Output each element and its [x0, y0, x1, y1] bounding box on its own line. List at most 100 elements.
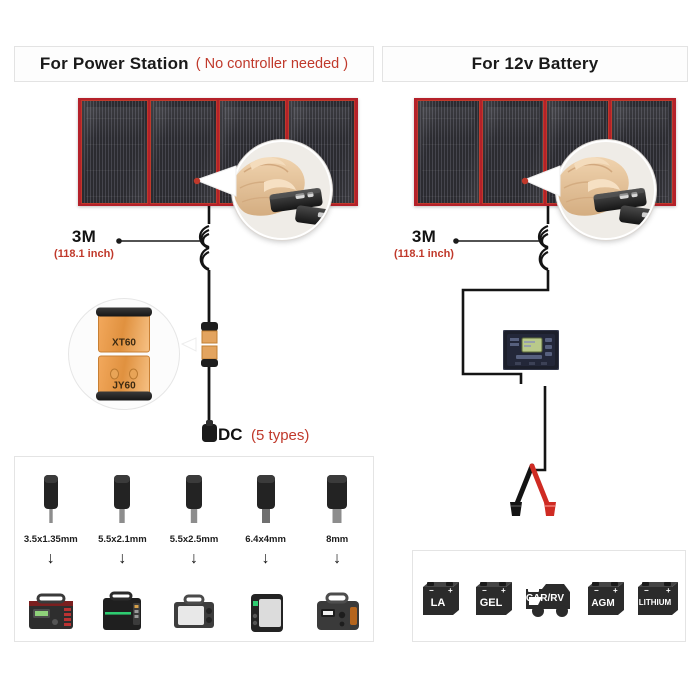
dc-size-cell: 8mm	[301, 534, 373, 545]
dc-plug-cell	[87, 471, 159, 527]
svg-text:+: +	[666, 586, 671, 595]
power-station-icon	[250, 594, 283, 632]
dc-size-label: 3.5x1.35mm	[23, 533, 78, 545]
solar-panel-leaf	[81, 100, 148, 204]
dc-size-cell: 3.5x1.35mm	[15, 534, 87, 545]
battery-icon: − + GEL	[476, 582, 513, 615]
battery-type-cell: − + LA	[413, 573, 467, 623]
connector-stack: XT60 JY60	[96, 307, 152, 401]
svg-text:−: −	[644, 586, 649, 595]
dc-arrow-row: ↓ ↓ ↓ ↓ ↓	[15, 549, 373, 569]
dc-plug-icon	[327, 475, 348, 523]
battery-type-cell: − + GEL	[467, 573, 521, 623]
battery-icon: − + LA	[422, 582, 459, 615]
power-station-cell	[87, 589, 159, 635]
dc-plug-cell	[15, 471, 87, 527]
connector-pins	[99, 368, 149, 380]
header-power-station: For Power Station ( No controller needed…	[14, 46, 374, 82]
svg-text:−: −	[429, 586, 434, 595]
battery-type-cell: − + AGM	[578, 573, 632, 623]
dc-arrow-cell: ↓	[301, 551, 373, 567]
svg-text:+: +	[501, 586, 506, 595]
connector-cap	[96, 307, 152, 317]
down-arrow-icon: ↓	[189, 550, 198, 567]
solar-panel-leaf	[481, 100, 544, 204]
length-leader-right	[453, 238, 541, 244]
cable-length-value: 3M	[411, 227, 437, 246]
power-station-cell	[230, 589, 302, 635]
hand-holding-connector-icon	[234, 142, 330, 238]
battery-type-cell: CAR/RV	[520, 573, 578, 623]
cable-length-label-left: 3M (118.1 inch)	[44, 228, 124, 261]
dc-plug-icon	[185, 475, 202, 523]
battery-icon: − + AGM	[587, 582, 624, 615]
svg-text:+: +	[613, 586, 618, 595]
solar-charge-controller	[502, 329, 560, 371]
alligator-clamp-icon	[510, 463, 556, 516]
length-leader-left	[116, 238, 202, 244]
cable-length-value: 3M	[71, 227, 97, 246]
power-station-icon	[28, 593, 73, 629]
cable-left	[198, 206, 211, 424]
hand-holding-connector-icon	[558, 142, 654, 238]
charge-controller-icon	[502, 329, 560, 371]
inline-connector-left	[201, 322, 218, 367]
dc-size-row: 3.5x1.35mm 5.5x2.1mm 5.5x2.5mm 6.4x4mm 8…	[15, 531, 373, 547]
dc-section-label: DC (5 types)	[218, 425, 309, 445]
dc-plug-cell	[301, 471, 373, 527]
battery-type-label: AGM	[591, 598, 614, 609]
battery-type-cell: − + LITHIUM	[632, 573, 686, 623]
dc-arrow-cell: ↓	[230, 551, 302, 567]
dc-plug-cell	[158, 471, 230, 527]
xt60-label: XT60	[112, 337, 136, 349]
dc-size-cell: 6.4x4mm	[230, 534, 302, 545]
header-12v-battery-title: For 12v Battery	[471, 54, 599, 73]
dc-plug-row	[15, 467, 373, 527]
battery-icon: − + LITHIUM	[638, 582, 679, 615]
dc-size-cell: 5.5x2.1mm	[87, 534, 159, 545]
jy60-label: JY60	[112, 380, 136, 392]
dc-arrow-cell: ↓	[87, 551, 159, 567]
down-arrow-icon: ↓	[46, 550, 55, 567]
clamp-negative	[510, 502, 522, 516]
dc-title: DC	[218, 425, 243, 444]
xt60-jy60-callout: XT60 JY60	[68, 298, 180, 410]
dc-size-label: 8mm	[326, 533, 349, 545]
svg-text:−: −	[482, 586, 487, 595]
dc-plug-icon	[114, 475, 131, 523]
dc-arrow-cell: ↓	[158, 551, 230, 567]
power-station-icon	[103, 591, 142, 630]
power-station-cell	[301, 589, 373, 635]
down-arrow-icon: ↓	[261, 550, 270, 567]
down-arrow-icon: ↓	[118, 550, 127, 567]
dc-plug-terminal	[202, 420, 217, 442]
dc-size-cell: 5.5x2.5mm	[158, 534, 230, 545]
connector-callout-pointer	[180, 337, 197, 352]
cable-length-label-right: 3M (118.1 inch)	[384, 228, 464, 261]
xt60-connector: XT60	[96, 307, 152, 353]
clamp-positive	[544, 502, 556, 516]
dc-size-label: 5.5x2.1mm	[98, 533, 147, 545]
solar-panel-leaf	[150, 100, 217, 204]
power-station-icon	[317, 592, 360, 630]
cable-length-inches: (118.1 inch)	[54, 247, 114, 260]
dc-note: (5 types)	[251, 427, 310, 444]
header-power-station-note: ( No controller needed )	[195, 56, 349, 72]
solar-panel-leaf	[417, 100, 480, 204]
power-station-icon	[173, 594, 214, 628]
power-station-cell	[15, 589, 87, 635]
vehicle-icon: CAR/RV	[526, 584, 570, 617]
power-station-cell	[158, 589, 230, 635]
battery-type-label: GEL	[480, 597, 503, 609]
header-power-station-title: For Power Station	[39, 54, 189, 73]
dc-plug-cell	[230, 471, 302, 527]
vehicle-label: CAR/RV	[526, 593, 564, 604]
battery-type-label: LITHIUM	[639, 598, 672, 607]
battery-types-row: − + LA − + GEL	[413, 565, 685, 631]
power-station-row	[15, 569, 373, 635]
dc-plug-icon	[43, 475, 58, 523]
dc-arrow-cell: ↓	[15, 551, 87, 567]
cable-length-inches: (118.1 inch)	[394, 247, 454, 260]
down-arrow-icon: ↓	[333, 550, 342, 567]
